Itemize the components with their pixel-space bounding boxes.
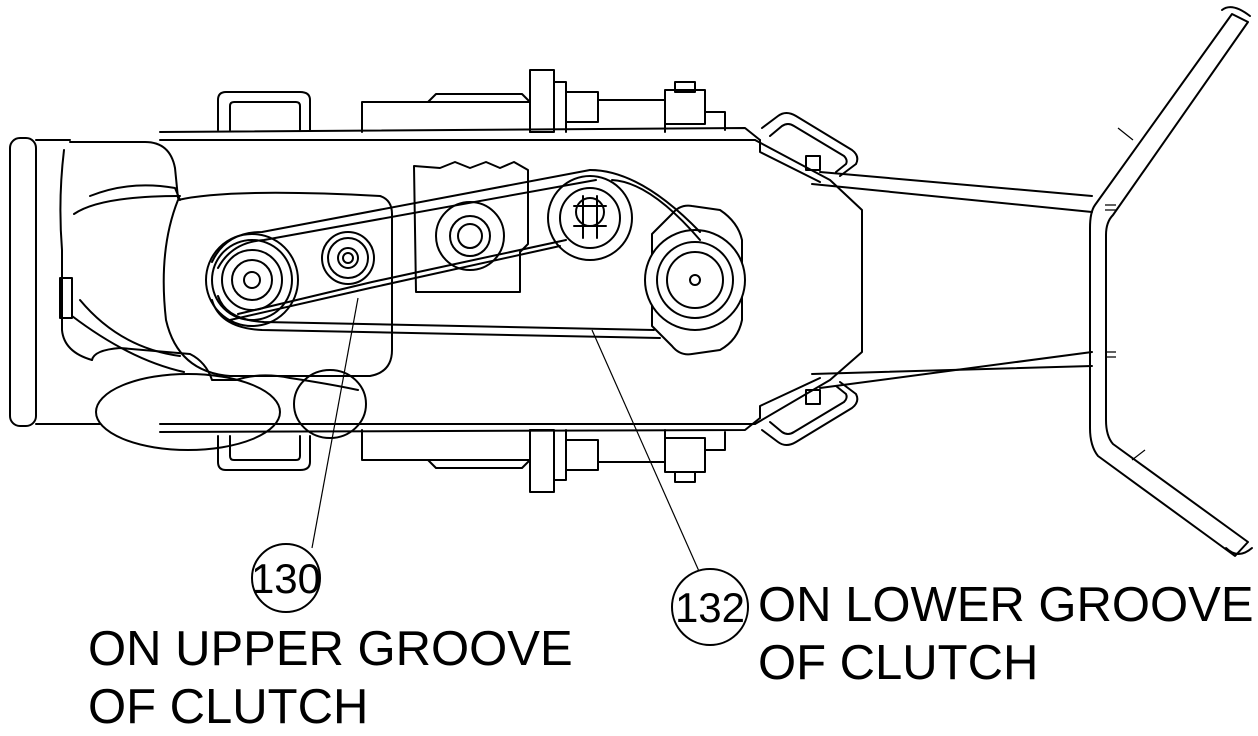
jackshaft-housing: [413, 161, 529, 293]
handle-assembly: [811, 6, 1253, 557]
leader-line-132: [591, 329, 703, 579]
note-132-line-2: OF CLUTCH: [758, 636, 1039, 690]
belt-130: [211, 169, 597, 321]
tension-pulley: [547, 175, 633, 261]
top-brackets: [361, 69, 726, 493]
frame: [159, 91, 863, 471]
leader-line-130: [311, 297, 359, 549]
callout-130: 130: [251, 543, 321, 613]
clutch-pulley: [205, 233, 299, 327]
exciter-pulley: [644, 204, 746, 356]
note-130-line-1: ON UPPER GROOVE: [88, 622, 573, 676]
engine: [9, 137, 393, 451]
note-132-line-1: ON LOWER GROOVE: [758, 578, 1254, 632]
note-130-line-2: OF CLUTCH: [88, 680, 369, 734]
note-130: ON UPPER GROOVE OF CLUTCH: [88, 620, 573, 736]
belt-132: [211, 169, 701, 339]
callout-132: 132: [671, 568, 749, 646]
note-132: ON LOWER GROOVE OF CLUTCH: [758, 576, 1254, 692]
callout-132-number: 132: [675, 584, 745, 631]
callout-130-number: 130: [251, 555, 321, 602]
idler-pulley: [321, 231, 375, 285]
